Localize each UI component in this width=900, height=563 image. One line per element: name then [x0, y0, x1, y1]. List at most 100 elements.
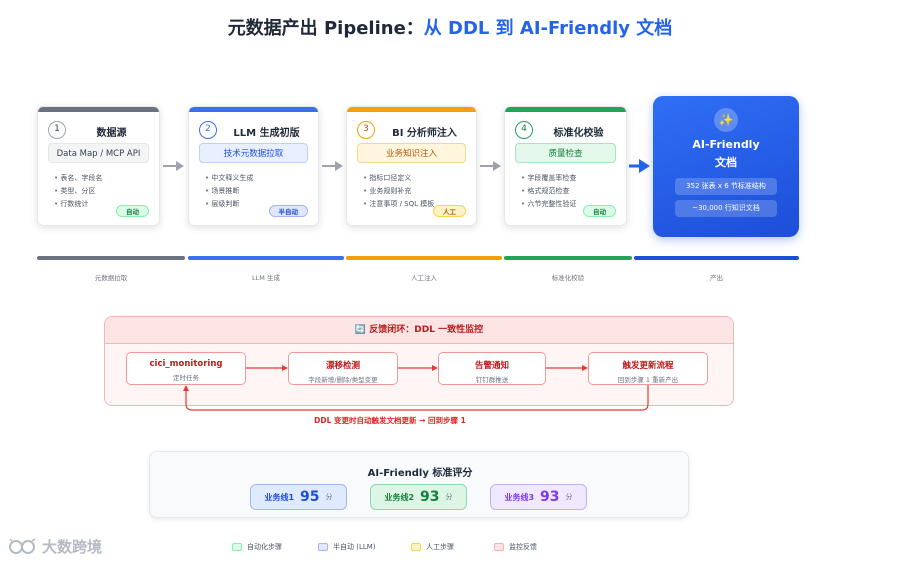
score-pill-1: 业务线1 95 分: [250, 484, 347, 510]
stage-label: 人工注入: [411, 274, 437, 282]
title-highlight: 从 DDL 到 AI-Friendly 文档: [423, 18, 673, 39]
score-name: 业务线2: [384, 492, 415, 502]
sparkle-icon: ✨: [714, 108, 738, 132]
step-tag: 业务知识注入: [357, 143, 466, 163]
step-item: 表名、字段名: [54, 172, 102, 185]
status-badge: 自动: [116, 205, 149, 217]
loop-box-title: cici_monitoring: [149, 359, 223, 369]
score-name: 业务线1: [264, 492, 295, 502]
page-title: 元数据产出 Pipeline：从 DDL 到 AI-Friendly 文档: [0, 14, 900, 40]
step-title: 标准化校验: [553, 128, 604, 139]
legend-swatch: [494, 543, 504, 551]
stage-label: LLM 生成: [252, 274, 280, 282]
stage-label: 标准化校验: [551, 274, 585, 282]
title-prefix: 元数据产出 Pipeline：: [227, 18, 424, 39]
score-value: 93: [540, 489, 560, 505]
step-item: 类型、分区: [54, 185, 102, 198]
loop-box-subtitle: 回到步骤 1 重新产出: [617, 376, 679, 384]
legend-item-manual: 人工步骤: [411, 542, 454, 552]
legend-label: 半自动 (LLM): [333, 543, 376, 551]
step-item: 中文释义生成: [205, 172, 253, 185]
step-item: 业务规则补充: [363, 185, 434, 198]
output-card: ✨ AI-Friendly 文档 352 张表 x 6 节标准结构 ~30,00…: [653, 96, 799, 237]
status-badge: 自动: [583, 205, 616, 217]
step-tag: Data Map / MCP API: [48, 143, 149, 163]
status-badge: 半自动: [268, 205, 308, 217]
stage-label: 产出: [710, 274, 723, 282]
step-number: 2: [199, 121, 217, 139]
step-item: 场景推断: [205, 185, 253, 198]
arrow-right-icon: [322, 161, 343, 171]
loop-box-subtitle: 字段新增/删除/类型变更: [308, 376, 378, 384]
legend-item-monitor: 监控反馈: [494, 542, 537, 552]
step-tag: 质量检查: [515, 143, 616, 163]
step-card-4: 4 标准化校验 质量检查 字段覆盖率检查 格式规范检查 六节完整性验证 自动: [504, 106, 627, 226]
status-badge: 人工: [433, 205, 466, 217]
stage-label: 元数据拉取: [94, 274, 128, 282]
watermark: 大数跨境: [8, 536, 102, 557]
stage-line: [634, 256, 799, 260]
step-item: 层级判断: [205, 198, 253, 211]
step-title: 数据源: [96, 128, 127, 139]
score-unit: 分: [325, 493, 333, 501]
stage-line: [346, 256, 502, 260]
score-unit: 分: [565, 493, 573, 501]
step-item: 注意事项 / SQL 模板: [363, 198, 434, 211]
step-title: LLM 生成初版: [233, 128, 300, 139]
score-pill-2: 业务线2 93 分: [370, 484, 467, 510]
step-items: 指标口径定义 业务规则补充 注意事项 / SQL 模板: [363, 172, 434, 211]
step-items: 中文释义生成 场景推断 层级判断: [205, 172, 253, 211]
feedback-loop-title: 🔄 反馈闭环：DDL 一致性监控: [105, 317, 733, 344]
watermark-text: 大数跨境: [42, 538, 103, 556]
loop-box-title: 漂移检测: [325, 361, 360, 371]
score-value: 95: [300, 489, 320, 505]
legend-label: 监控反馈: [509, 543, 537, 551]
step-item: 行数统计: [54, 198, 102, 211]
step-tag: 技术元数据拉取: [199, 143, 308, 163]
step-card-1: 1 数据源 Data Map / MCP API 表名、字段名 类型、分区 行数…: [37, 106, 160, 226]
legend-label: 人工步骤: [426, 543, 454, 551]
stage-line: [37, 256, 185, 260]
alert-notify-box: 告警通知 钉钉群推送: [438, 352, 546, 385]
arrow-right-icon: [163, 161, 184, 171]
step-topbar: [505, 107, 626, 112]
step-item: 指标口径定义: [363, 172, 434, 185]
step-item: 字段覆盖率检查: [521, 172, 576, 185]
arrow-right-icon: [480, 161, 501, 171]
output-stat: ~30,000 行知识文档: [675, 200, 777, 217]
legend-swatch: [411, 543, 421, 551]
legend-swatch: [232, 543, 242, 551]
step-number: 4: [515, 121, 533, 139]
score-pill-3: 业务线3 93 分: [490, 484, 587, 510]
step-topbar: [189, 107, 318, 112]
score-title: AI-Friendly 标准评分: [367, 468, 473, 479]
score-unit: 分: [445, 493, 453, 501]
step-number: 1: [48, 121, 66, 139]
loop-box-title: 告警通知: [474, 361, 509, 371]
output-stat: 352 张表 x 6 节标准结构: [675, 178, 777, 195]
drift-detect-box: 漂移检测 字段新增/删除/类型变更: [288, 352, 398, 385]
step-topbar: [347, 107, 476, 112]
step-item: 格式规范检查: [521, 185, 576, 198]
trigger-update-box: 触发更新流程 回到步骤 1 重新产出: [588, 352, 708, 385]
output-title-line1: AI-Friendly: [692, 138, 760, 151]
step-card-3: 3 BI 分析师注入 业务知识注入 指标口径定义 业务规则补充 注意事项 / S…: [346, 106, 477, 226]
watermark-logo-icon: [9, 537, 36, 554]
legend-item-auto: 自动化步骤: [232, 542, 282, 552]
legend-label: 自动化步骤: [247, 543, 282, 551]
arrow-right-icon: [629, 159, 650, 173]
loop-box-title: 触发更新流程: [622, 361, 674, 371]
monitor-task-box: cici_monitoring 定时任务: [126, 352, 246, 385]
score-value: 93: [420, 489, 440, 505]
stage-line: [188, 256, 344, 260]
feedback-loop-note: DDL 变更时自动触发文档更新 → 回到步骤 1: [314, 416, 466, 425]
step-title: BI 分析师注入: [392, 128, 457, 139]
loop-box-subtitle: 钉钉群推送: [475, 376, 509, 384]
stage-line: [504, 256, 632, 260]
step-item: 六节完整性验证: [521, 198, 576, 211]
step-number: 3: [357, 121, 375, 139]
legend-item-semi: 半自动 (LLM): [318, 542, 376, 552]
legend-swatch: [318, 543, 328, 551]
loop-box-subtitle: 定时任务: [173, 374, 199, 382]
step-items: 表名、字段名 类型、分区 行数统计: [54, 172, 102, 211]
